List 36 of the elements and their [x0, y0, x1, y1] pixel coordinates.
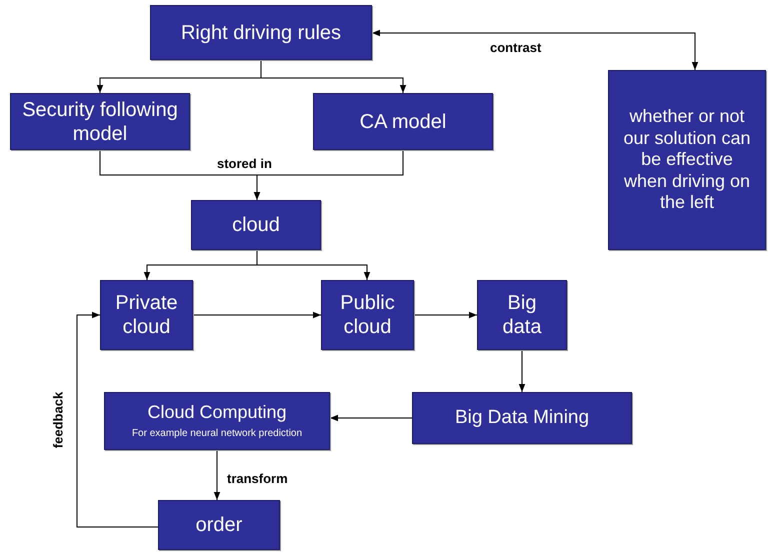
process-box	[313, 93, 493, 150]
process-box	[10, 93, 190, 150]
process-box	[477, 280, 567, 350]
arrow	[254, 150, 404, 200]
process-box	[321, 280, 414, 350]
node-label: whether or not our solution can be effective when driving on the left	[623, 106, 751, 214]
arrow	[518, 350, 526, 392]
node-label: Big data	[502, 291, 542, 339]
node-label: Public cloud	[339, 291, 396, 339]
process-box	[150, 5, 372, 60]
node-label: cloud	[232, 213, 280, 237]
edge-label: feedback	[50, 390, 66, 450]
arrow	[414, 312, 478, 318]
arrow	[260, 60, 406, 94]
node-label: CA model	[360, 110, 446, 134]
arrow	[330, 414, 412, 422]
node-label: Security following model	[21, 98, 179, 146]
node-label: Private cloud	[114, 291, 179, 339]
node-label: Right driving rules	[180, 20, 342, 44]
arrow	[76, 312, 158, 528]
process-box	[412, 392, 632, 444]
process-box	[608, 70, 766, 250]
process-box	[104, 392, 330, 450]
arrow	[192, 312, 322, 318]
node-label: Cloud Computing	[147, 402, 287, 424]
process-box	[191, 200, 321, 250]
process-box	[100, 280, 193, 350]
edge-label: transform	[225, 471, 290, 486]
process-box	[158, 500, 280, 550]
node-label: order	[196, 513, 242, 537]
edge-label: stored in	[215, 156, 274, 171]
arrow	[256, 250, 370, 280]
arrow	[214, 450, 220, 500]
node-label: Big Data Mining	[454, 406, 590, 430]
node-subtitle: For example neural network prediction	[132, 428, 302, 440]
arrow	[372, 30, 698, 70]
